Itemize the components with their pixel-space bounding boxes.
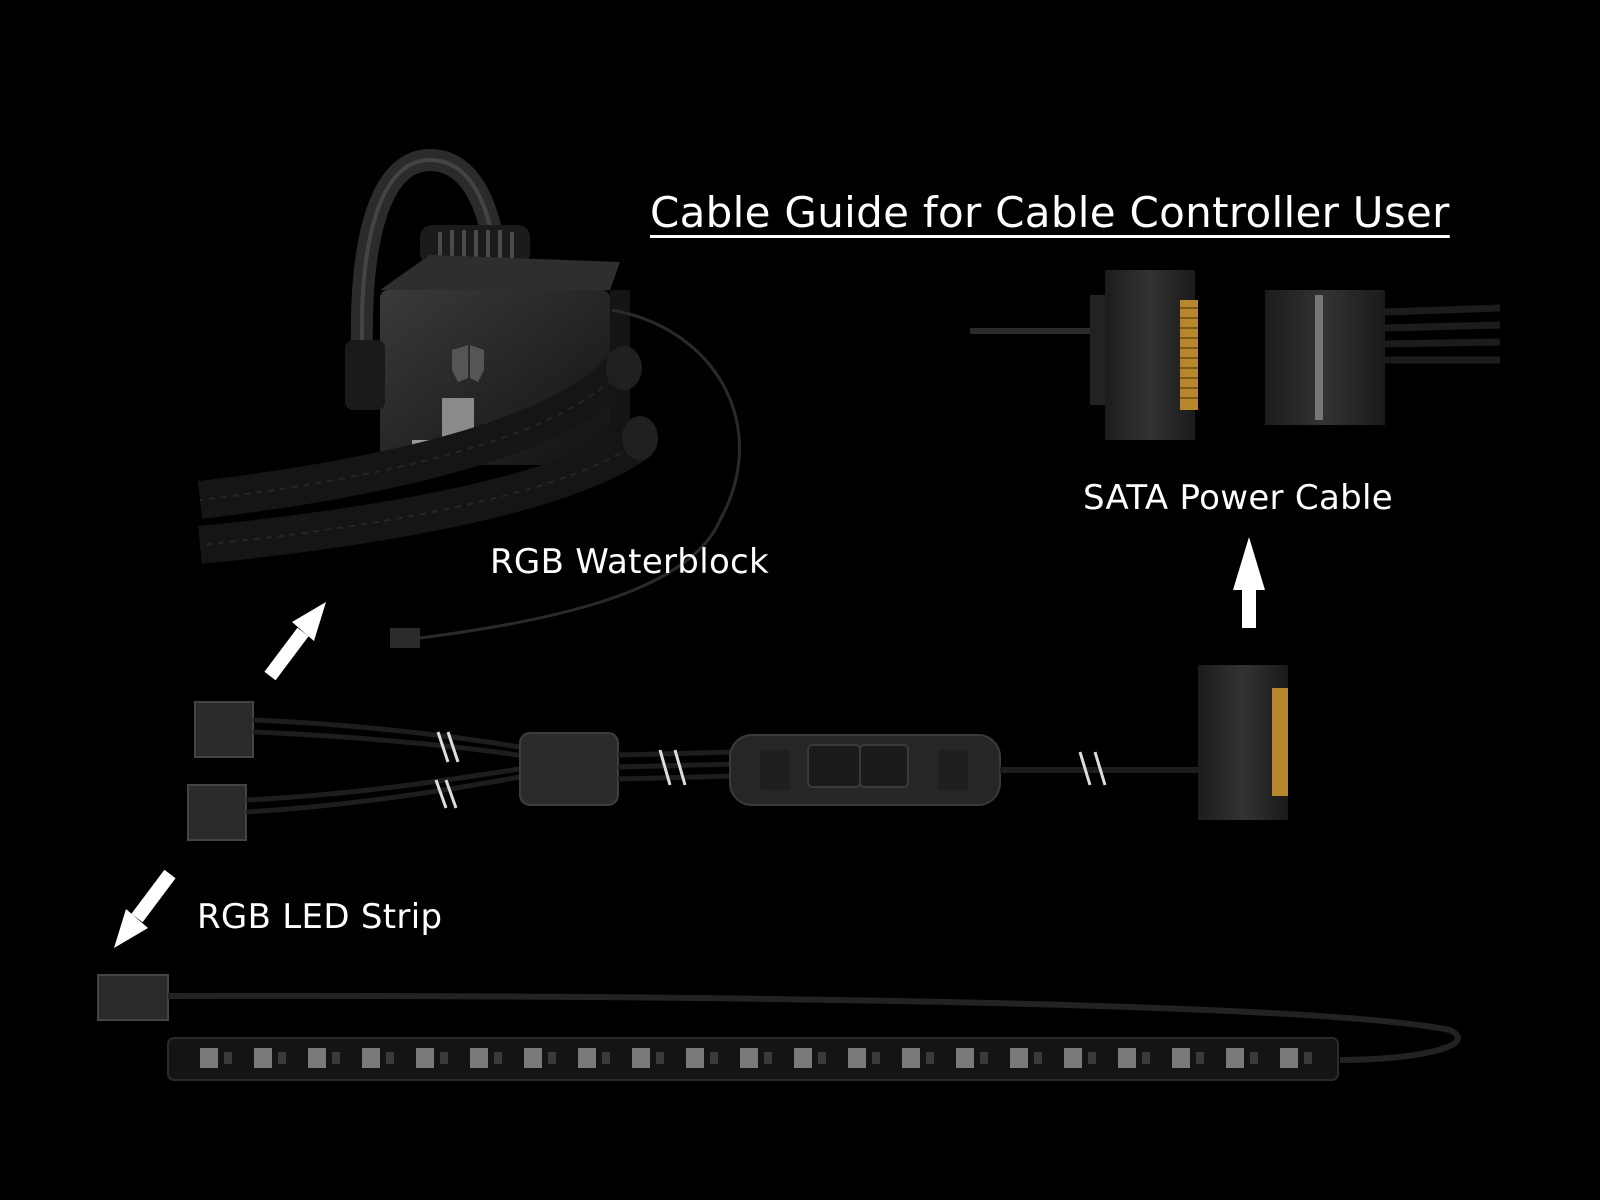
led-chip [848,1048,866,1068]
page-title: Cable Guide for Cable Controller User [650,188,1450,237]
led-resistor [926,1052,934,1064]
arrow-up-right-icon [264,602,326,681]
led-resistor [764,1052,772,1064]
led-chip [902,1048,920,1068]
led-chip [1064,1048,1082,1068]
led-resistor [872,1052,880,1064]
arrow-up-icon [1233,537,1265,628]
led-chip [1280,1048,1298,1068]
led-chip [524,1048,542,1068]
led-resistor [332,1052,340,1064]
led-resistor [1304,1052,1312,1064]
led-resistor [710,1052,718,1064]
led-resistor [602,1052,610,1064]
led-resistor [224,1052,232,1064]
sata-power-cable-label: SATA Power Cable [1083,478,1393,518]
led-resistor [494,1052,502,1064]
arrow-down-left-icon [114,869,176,948]
led-resistor [1088,1052,1096,1064]
led-chip [470,1048,488,1068]
led-chip [740,1048,758,1068]
led-chip [1010,1048,1028,1068]
led-chip [1226,1048,1244,1068]
led-resistor [980,1052,988,1064]
led-chip [956,1048,974,1068]
led-chip [578,1048,596,1068]
led-resistor [548,1052,556,1064]
led-resistor [386,1052,394,1064]
led-resistor [440,1052,448,1064]
led-resistor [278,1052,286,1064]
led-resistor [656,1052,664,1064]
led-resistor [1034,1052,1042,1064]
led-chip [686,1048,704,1068]
led-chip [416,1048,434,1068]
sata-power-cable-connectors [970,270,1501,440]
led-chip [632,1048,650,1068]
rgb-waterblock [197,148,741,648]
led-resistor [1196,1052,1204,1064]
led-chip [308,1048,326,1068]
led-chip [254,1048,272,1068]
rgb-led-strip [97,974,1461,1081]
led-chip [1118,1048,1136,1068]
led-chip [362,1048,380,1068]
cable-controller-harness [187,665,1288,841]
led-chip [794,1048,812,1068]
led-resistor [818,1052,826,1064]
rgb-waterblock-label: RGB Waterblock [490,542,770,582]
led-chip [200,1048,218,1068]
rgb-led-strip-label: RGB LED Strip [197,897,443,937]
led-chip [1172,1048,1190,1068]
led-resistor [1250,1052,1258,1064]
led-resistor [1142,1052,1150,1064]
